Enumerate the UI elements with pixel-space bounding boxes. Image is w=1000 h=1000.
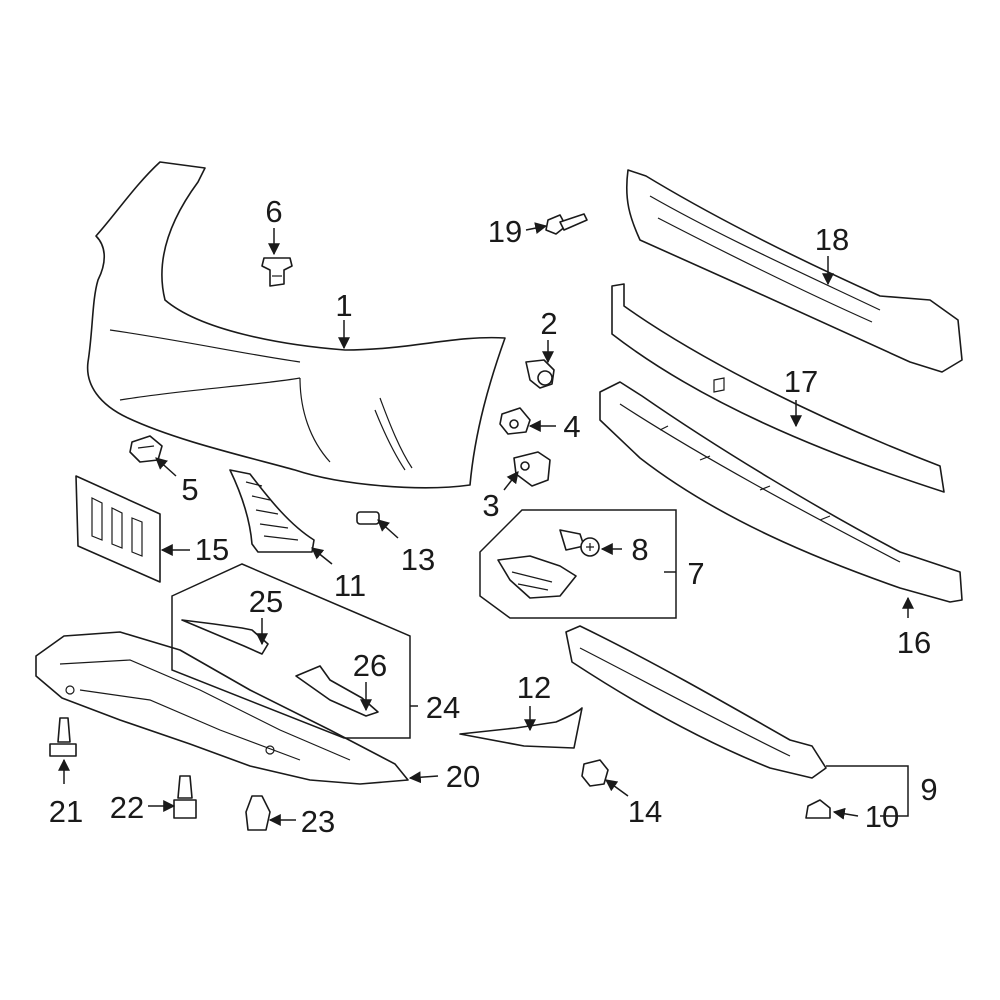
callout-labels: 1 2 3 4 5 6 7 8 9 10 11 12 13 14 15 16 1…: [49, 194, 938, 839]
callout-26: 26: [353, 648, 387, 683]
callout-12: 12: [517, 670, 551, 705]
bolt-part-21[interactable]: [49, 717, 77, 757]
bracket-part-25[interactable]: [181, 619, 269, 655]
bumper-cover-part[interactable]: [86, 161, 506, 489]
callout-22: 22: [110, 790, 144, 825]
bracket-part-3[interactable]: [513, 451, 551, 487]
clip-part-6[interactable]: [261, 257, 293, 287]
bracket-9-10: [826, 765, 909, 817]
callout-7: 7: [687, 556, 704, 591]
callout-8: 8: [631, 532, 648, 567]
clip-part-23[interactable]: [245, 795, 271, 831]
callout-16: 16: [897, 625, 931, 660]
callout-24: 24: [426, 690, 460, 725]
callout-2: 2: [540, 306, 557, 341]
callout-19: 19: [488, 214, 522, 249]
nut-part-4[interactable]: [499, 407, 531, 435]
callout-20: 20: [446, 759, 480, 794]
callout-4: 4: [563, 409, 580, 444]
clip-part-10[interactable]: [805, 799, 831, 819]
clip-part-2[interactable]: [525, 359, 555, 389]
group-box-24: [171, 563, 411, 739]
bolt-part-19[interactable]: [545, 213, 588, 235]
callout-23: 23: [301, 804, 335, 839]
lower-support-part-9[interactable]: [565, 625, 827, 779]
group-box-7: [479, 509, 677, 619]
callout-10: 10: [865, 799, 899, 834]
fog-bracket-part-7[interactable]: [497, 555, 577, 599]
callout-6: 6: [265, 194, 282, 229]
callout-11: 11: [334, 568, 366, 603]
absorber-part-17[interactable]: [611, 283, 945, 493]
leader-lines: [58, 222, 914, 826]
screw-part-8[interactable]: [559, 529, 600, 557]
callout-25: 25: [249, 584, 283, 619]
bolt-part-22[interactable]: [173, 775, 197, 819]
absorber-part-16[interactable]: [599, 381, 963, 603]
pad-part-13[interactable]: [356, 511, 380, 525]
clip-part-14[interactable]: [581, 759, 609, 787]
callout-1: 1: [335, 288, 352, 323]
undercover-part-20[interactable]: [35, 631, 409, 785]
callout-21: 21: [49, 794, 83, 829]
callout-3: 3: [482, 488, 499, 523]
callout-15: 15: [195, 532, 229, 567]
grille-insert-part-11[interactable]: [229, 469, 315, 553]
callout-14: 14: [628, 794, 662, 829]
callout-9: 9: [920, 772, 937, 807]
callout-18: 18: [815, 222, 849, 257]
deflector-part-12[interactable]: [459, 707, 583, 749]
reinforcement-part-18[interactable]: [625, 169, 963, 373]
license-bracket-part-15[interactable]: [75, 475, 161, 583]
callout-17: 17: [784, 364, 818, 399]
callout-13: 13: [401, 542, 435, 577]
callout-5: 5: [181, 472, 198, 507]
